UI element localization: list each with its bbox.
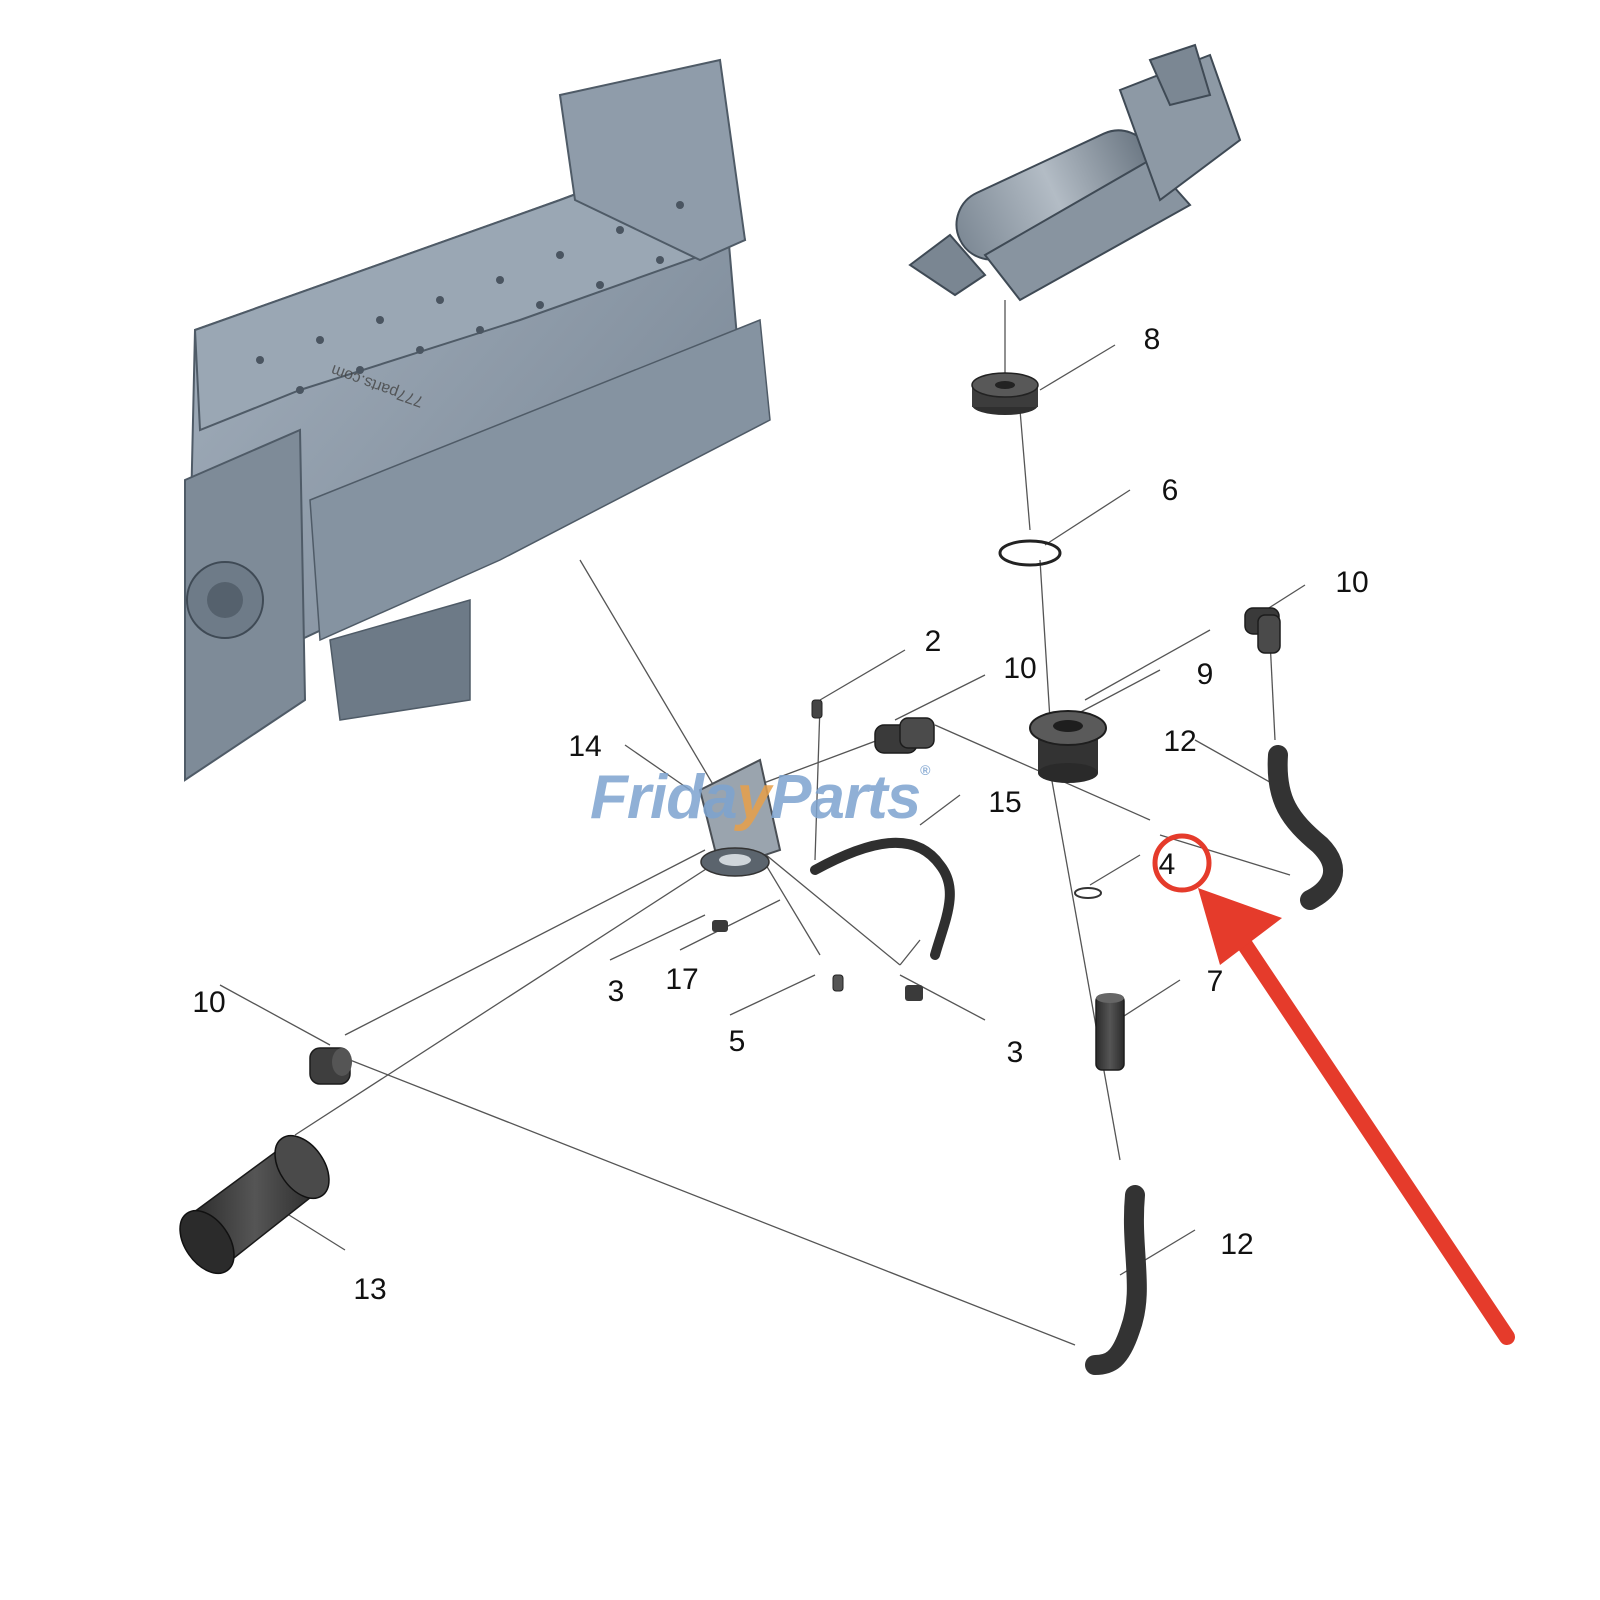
- callout-10-middle: 10: [1003, 652, 1037, 685]
- part-6-o-ring: [998, 539, 1062, 567]
- part-15-tube: [810, 837, 955, 960]
- callout-17: 17: [665, 963, 699, 996]
- callout-10-left: 10: [192, 986, 226, 1019]
- part-5-bolt: [832, 974, 844, 992]
- part-10-elbow-right: [1244, 607, 1281, 654]
- callout-4: 4: [1158, 848, 1176, 881]
- part-7-nipple: [1095, 993, 1125, 1071]
- part-13-filter: [179, 1134, 330, 1275]
- callout-12-upper: 12: [1163, 725, 1197, 758]
- part-2-bolt: [811, 699, 823, 719]
- highlight-arrow-shaft: [1227, 922, 1515, 1345]
- callout-12-lower: 12: [1220, 1228, 1254, 1261]
- part-10-elbow-left: [309, 1047, 352, 1085]
- fridayparts-watermark: FridayParts®: [590, 762, 931, 832]
- callout-8: 8: [1143, 323, 1161, 356]
- callout-9: 9: [1196, 658, 1214, 691]
- cylinder-assembly: [908, 43, 1242, 302]
- callout-7: 7: [1206, 965, 1224, 998]
- engine-block: [184, 58, 771, 782]
- callout-5: 5: [728, 1025, 746, 1058]
- part-12-hose-lower: [1085, 1185, 1147, 1375]
- highlight-arrow-head: [1198, 888, 1282, 965]
- part-12-hose-upper: [1267, 745, 1344, 910]
- part-4-o-ring: [1074, 887, 1102, 899]
- highlight-circle: [1152, 833, 1212, 893]
- callout-3-right: 3: [1006, 1036, 1024, 1069]
- part-8-bushing: [971, 372, 1039, 415]
- callout-10-right: 10: [1335, 566, 1369, 599]
- callout-2: 2: [924, 625, 942, 658]
- callout-13: 13: [353, 1273, 387, 1306]
- part-3-fitting-right: [905, 985, 923, 1001]
- part-14-housing: [698, 758, 782, 877]
- callout-3-left: 3: [607, 975, 625, 1008]
- callout-15: 15: [988, 786, 1022, 819]
- part-3-fitting-left: [712, 920, 728, 932]
- part-10-elbow-middle: [874, 717, 935, 754]
- callout-6: 6: [1161, 474, 1179, 507]
- part-9-fitting: [1029, 710, 1107, 783]
- callout-14: 14: [568, 730, 602, 763]
